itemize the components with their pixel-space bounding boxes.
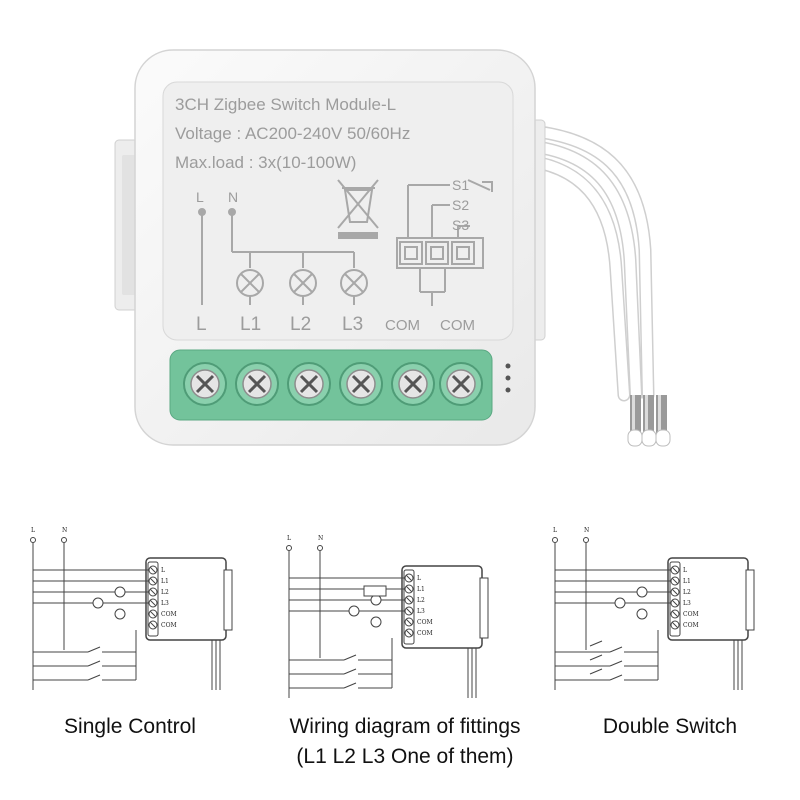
- switch-icon: [87, 674, 101, 681]
- label-l3: L3: [342, 314, 363, 335]
- label-com-1: COM: [385, 317, 420, 334]
- diagram-pin-label: L2: [161, 589, 169, 596]
- diagram-label-l: L: [287, 535, 291, 542]
- diagram-pin-label: COM: [161, 622, 177, 629]
- diagram-pin-label: L3: [161, 600, 169, 607]
- diagram-pin-label: L2: [417, 597, 425, 604]
- switch-icon: [343, 668, 357, 675]
- switch-icon: [589, 654, 603, 661]
- diagram-pin-label: COM: [161, 611, 177, 618]
- caption-double-switch: Double Switch: [602, 715, 738, 738]
- diagram-pin-label: L3: [683, 600, 691, 607]
- switch-icon: [343, 682, 357, 689]
- label-panel: [162, 81, 514, 341]
- diagram-pin-label: COM: [417, 619, 433, 626]
- lamp-icon: [370, 616, 382, 628]
- switch-icon: [87, 646, 101, 653]
- terminal-screw: [339, 362, 383, 406]
- lamp-icon: [348, 605, 360, 617]
- label-s2: S2: [452, 197, 469, 213]
- diagram-pin-label: L1: [683, 578, 691, 585]
- diagram-fitting-box: [363, 585, 387, 597]
- diagram-label-n: N: [584, 527, 589, 534]
- caption-wiring-fittings: Wiring diagram of fittings (L1 L2 L3 One…: [289, 715, 521, 768]
- diagram-pin-label: L: [161, 567, 165, 574]
- diagram-module-clip: [479, 577, 489, 639]
- switch-icon: [609, 646, 623, 653]
- lamp-icon: [614, 597, 626, 609]
- terminal-screw: [183, 362, 227, 406]
- weee-bin-icon: [337, 179, 379, 239]
- module-wiring-symbols: [198, 208, 368, 305]
- lamp-icon: [636, 608, 648, 620]
- diagram-module-clip: [745, 569, 755, 631]
- switch-icon: [609, 660, 623, 667]
- switch-module-illustration: 3CH Zigbee Switch Module-L Voltage : AC2…: [114, 49, 671, 447]
- terminal-screw: [391, 362, 435, 406]
- diagram-label-n: N: [318, 535, 323, 542]
- label-s1: S1: [452, 177, 469, 193]
- diagram-pin-label: L: [683, 567, 687, 574]
- module-max-load: Max.load : 3x(10-100W): [175, 153, 356, 172]
- module-voltage: Voltage : AC200-240V 50/60Hz: [175, 124, 410, 143]
- terminal-screw: [235, 362, 279, 406]
- diagram-label-l: L: [31, 527, 35, 534]
- terminal-dot: [583, 537, 589, 543]
- indicator-dots: [505, 363, 511, 393]
- terminal-dot: [61, 537, 67, 543]
- diagram-pin-label: L1: [161, 578, 169, 585]
- label-l-bottom: L: [196, 314, 207, 335]
- switch-icon: [589, 640, 603, 647]
- switch-icon: [589, 668, 603, 675]
- label-n-top: N: [228, 189, 238, 205]
- terminal-dot: [30, 537, 36, 543]
- terminal-screw: [439, 362, 483, 406]
- terminal-screw: [287, 362, 331, 406]
- diagram-pin-label: L2: [683, 589, 691, 596]
- diagram-module-clip: [223, 569, 233, 631]
- label-s3: S3: [452, 217, 469, 233]
- diagram-pin-label: L3: [417, 608, 425, 615]
- wire-tips: [627, 395, 671, 447]
- label-com-2: COM: [440, 317, 475, 334]
- diagram-pin-label: COM: [683, 622, 699, 629]
- terminal-dot: [317, 545, 323, 551]
- label-l1: L1: [240, 314, 261, 335]
- terminal-dot: [286, 545, 292, 551]
- caption-single-control: Single Control: [64, 715, 196, 738]
- switch-symbols: [396, 179, 493, 306]
- switch-icon: [609, 674, 623, 681]
- diagram-pin-label: L1: [417, 586, 425, 593]
- lamp-icon: [114, 608, 126, 620]
- diagram-pin-label: L: [417, 575, 421, 582]
- terminal-dot: [552, 537, 558, 543]
- diagram-pin-label: COM: [683, 611, 699, 618]
- lamp-icon: [114, 586, 126, 598]
- terminal-screws: [183, 362, 483, 406]
- module-title: 3CH Zigbee Switch Module-L: [175, 95, 396, 114]
- diagram-pin-label: COM: [417, 630, 433, 637]
- label-l2: L2: [290, 314, 311, 335]
- lamp-icon: [636, 586, 648, 598]
- switch-icon: [87, 660, 101, 667]
- switch-icon: [343, 654, 357, 661]
- diagram-label-n: N: [62, 527, 67, 534]
- lamp-icon: [92, 597, 104, 609]
- label-l-top: L: [196, 189, 204, 205]
- diagram-label-l: L: [553, 527, 557, 534]
